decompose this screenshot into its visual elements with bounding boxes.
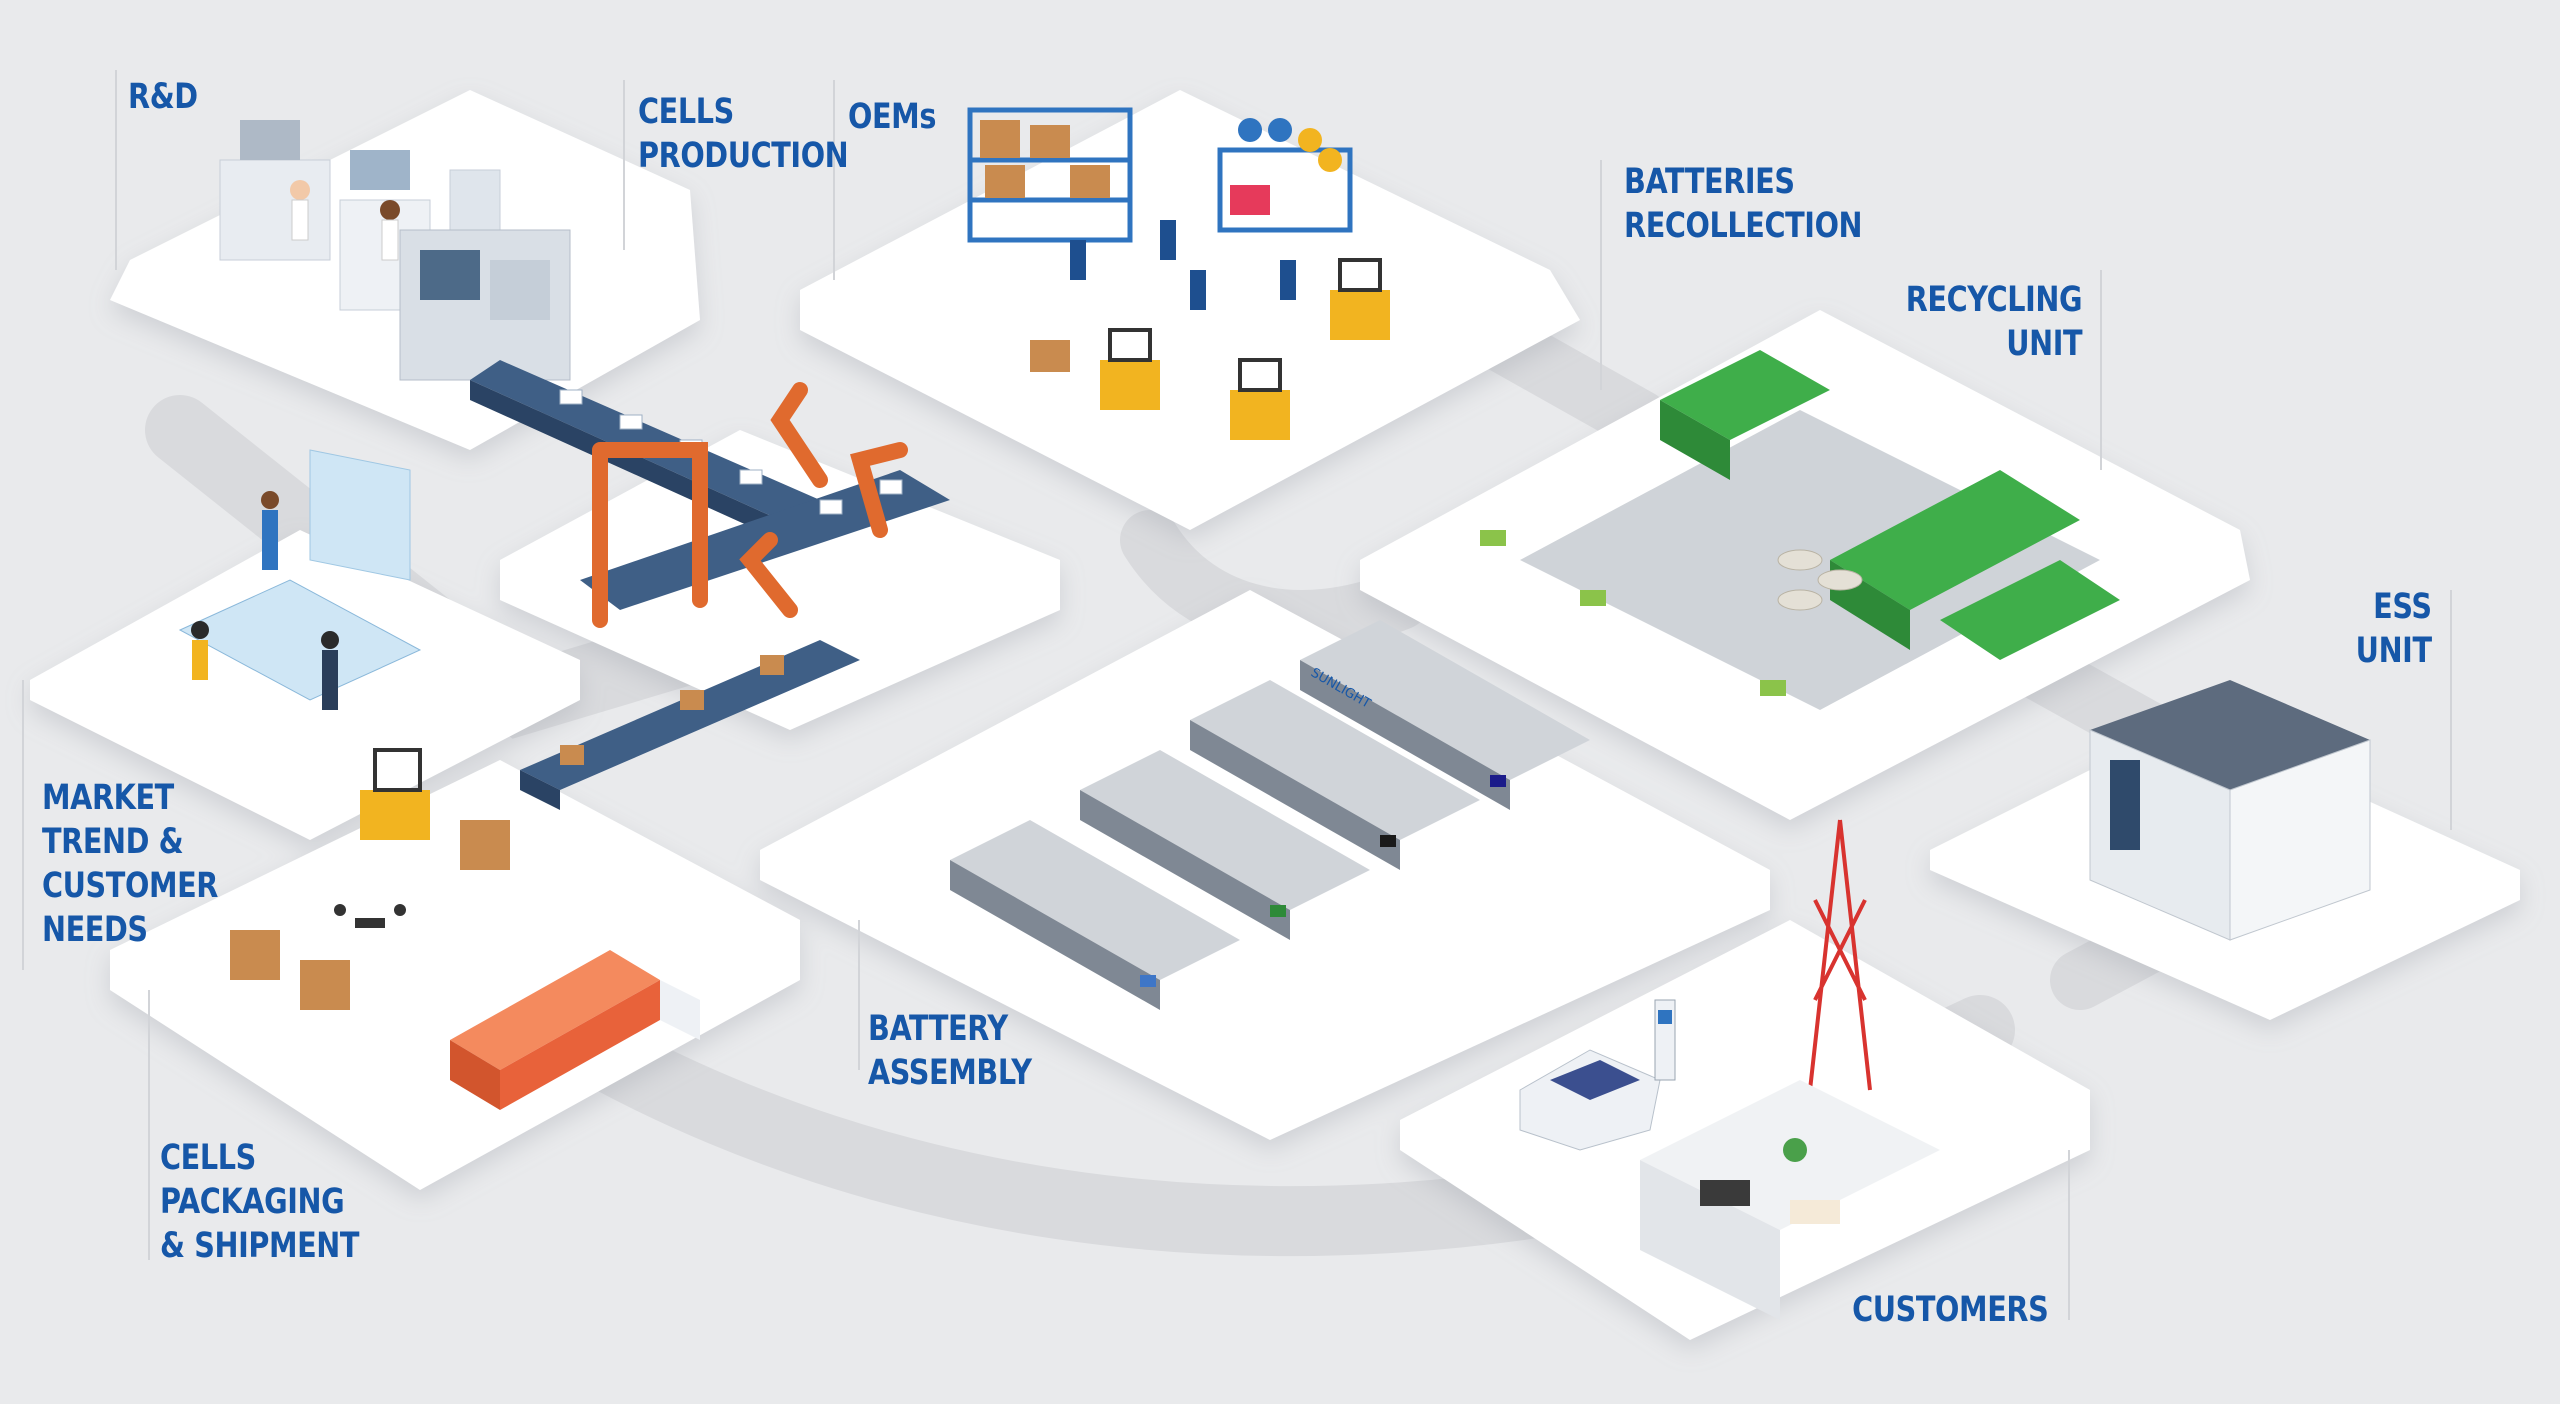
label-rnd: R&D [128,75,198,119]
label-line: MARKET [42,778,174,818]
label-line: CELLS [160,1138,256,1178]
leader-rnd [115,70,117,270]
label-cells-packaging: CELLS PACKAGING & SHIPMENT [160,1136,360,1268]
leader-market [22,680,24,970]
label-line: NEEDS [42,910,148,950]
leader-recycling [2100,270,2102,470]
label-line: UNIT [2006,324,2082,364]
touch-screen-table-icon [178,449,422,710]
label-line: R&D [128,77,198,117]
forklift-icon [360,748,430,840]
label-line: BATTERY [868,1009,1008,1049]
leader-ess [2450,590,2452,830]
label-battery-assembly: BATTERY ASSEMBLY [868,1007,1032,1095]
telecom-tower-icon [1808,819,1872,1091]
label-line: CUSTOMER [42,866,219,906]
label-market-trend: MARKET TREND & CUSTOMER NEEDS [42,776,218,952]
recycling-plant-icon [1480,350,2120,710]
label-line: TREND & [42,822,184,862]
label-line: & SHIPMENT [160,1226,360,1266]
label-line: UNIT [2356,631,2432,671]
leader-batteries-recollection [1600,160,1602,390]
label-line: CELLS [638,92,734,132]
leader-customers [2068,1150,2070,1320]
label-line: PRODUCTION [638,136,849,176]
label-batteries-recollection: BATTERIES RECOLLECTION [1624,160,1863,248]
lab-workstation-icon [219,120,571,381]
platform-packaging [110,760,800,1190]
label-line: BATTERIES [1624,162,1795,202]
label-recycling-unit: RECYCLING UNIT [1905,278,2083,366]
label-oems: OEMs [848,95,936,139]
label-line: RECOLLECTION [1624,206,1863,246]
warehouse-shelf-icon [967,107,1353,372]
factory-hall-icon [950,620,1590,1010]
drone-icon [334,904,406,928]
electric-car-icon [1519,1049,1661,1151]
pallet-icon [230,820,510,1010]
leader-battery-assembly [858,920,860,1070]
cargo-truck-icon [450,950,700,1110]
label-line: OEMs [848,97,937,137]
label-customers: CUSTOMERS [1851,1288,2049,1332]
leader-cells-production [623,80,625,250]
label-line: RECYCLING [1905,280,2083,320]
label-ess-unit: ESS UNIT [2356,585,2432,673]
robot-arm-icon [592,382,908,628]
label-line: ASSEMBLY [868,1053,1032,1093]
label-cells-production: CELLS PRODUCTION [638,90,849,178]
charging-station-icon [1654,999,1676,1081]
forklift-icon [1100,258,1390,440]
leader-packaging [148,990,150,1260]
label-line: PACKAGING [160,1182,345,1222]
leader-oems [833,80,835,280]
home-office-icon [1640,1080,1940,1320]
label-line: ESS [2373,587,2433,627]
ess-cabinet-icon [2089,680,2371,941]
label-line: CUSTOMERS [1851,1290,2049,1330]
